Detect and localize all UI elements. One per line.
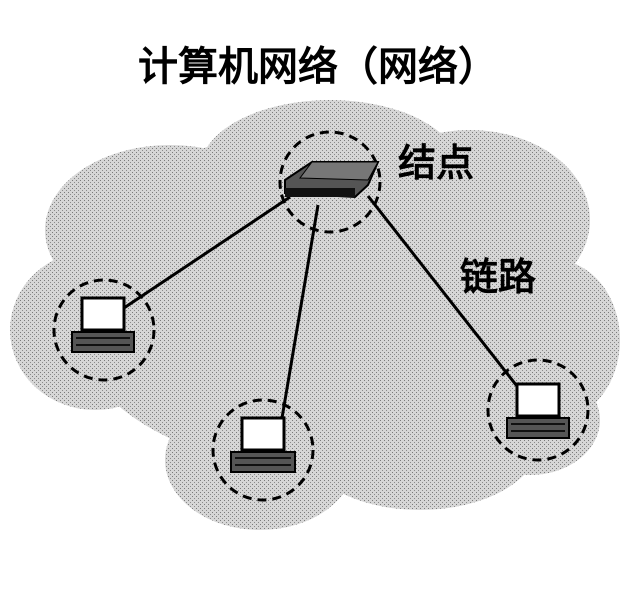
- link-line-left: [117, 195, 291, 314]
- computer-highlight-ring: [211, 398, 315, 502]
- node-label: 结点: [398, 141, 474, 185]
- switch-node: [278, 130, 382, 234]
- link-line-right: [366, 195, 522, 391]
- computer-icon: [515, 382, 561, 418]
- node-highlight-ring: [278, 130, 382, 234]
- computer-highlight-ring: [486, 358, 590, 462]
- link-line-center: [280, 204, 320, 419]
- computer-highlight-ring: [52, 278, 156, 382]
- computer-icon: [240, 416, 286, 452]
- diagram-title: 计算机网络（网络）: [138, 44, 498, 90]
- computer-icon: [80, 296, 126, 332]
- computer-right: [486, 358, 590, 462]
- computer-left: [52, 278, 156, 382]
- link-label: 链路: [460, 255, 537, 299]
- network-links: [117, 195, 522, 419]
- computer-center: [211, 398, 315, 502]
